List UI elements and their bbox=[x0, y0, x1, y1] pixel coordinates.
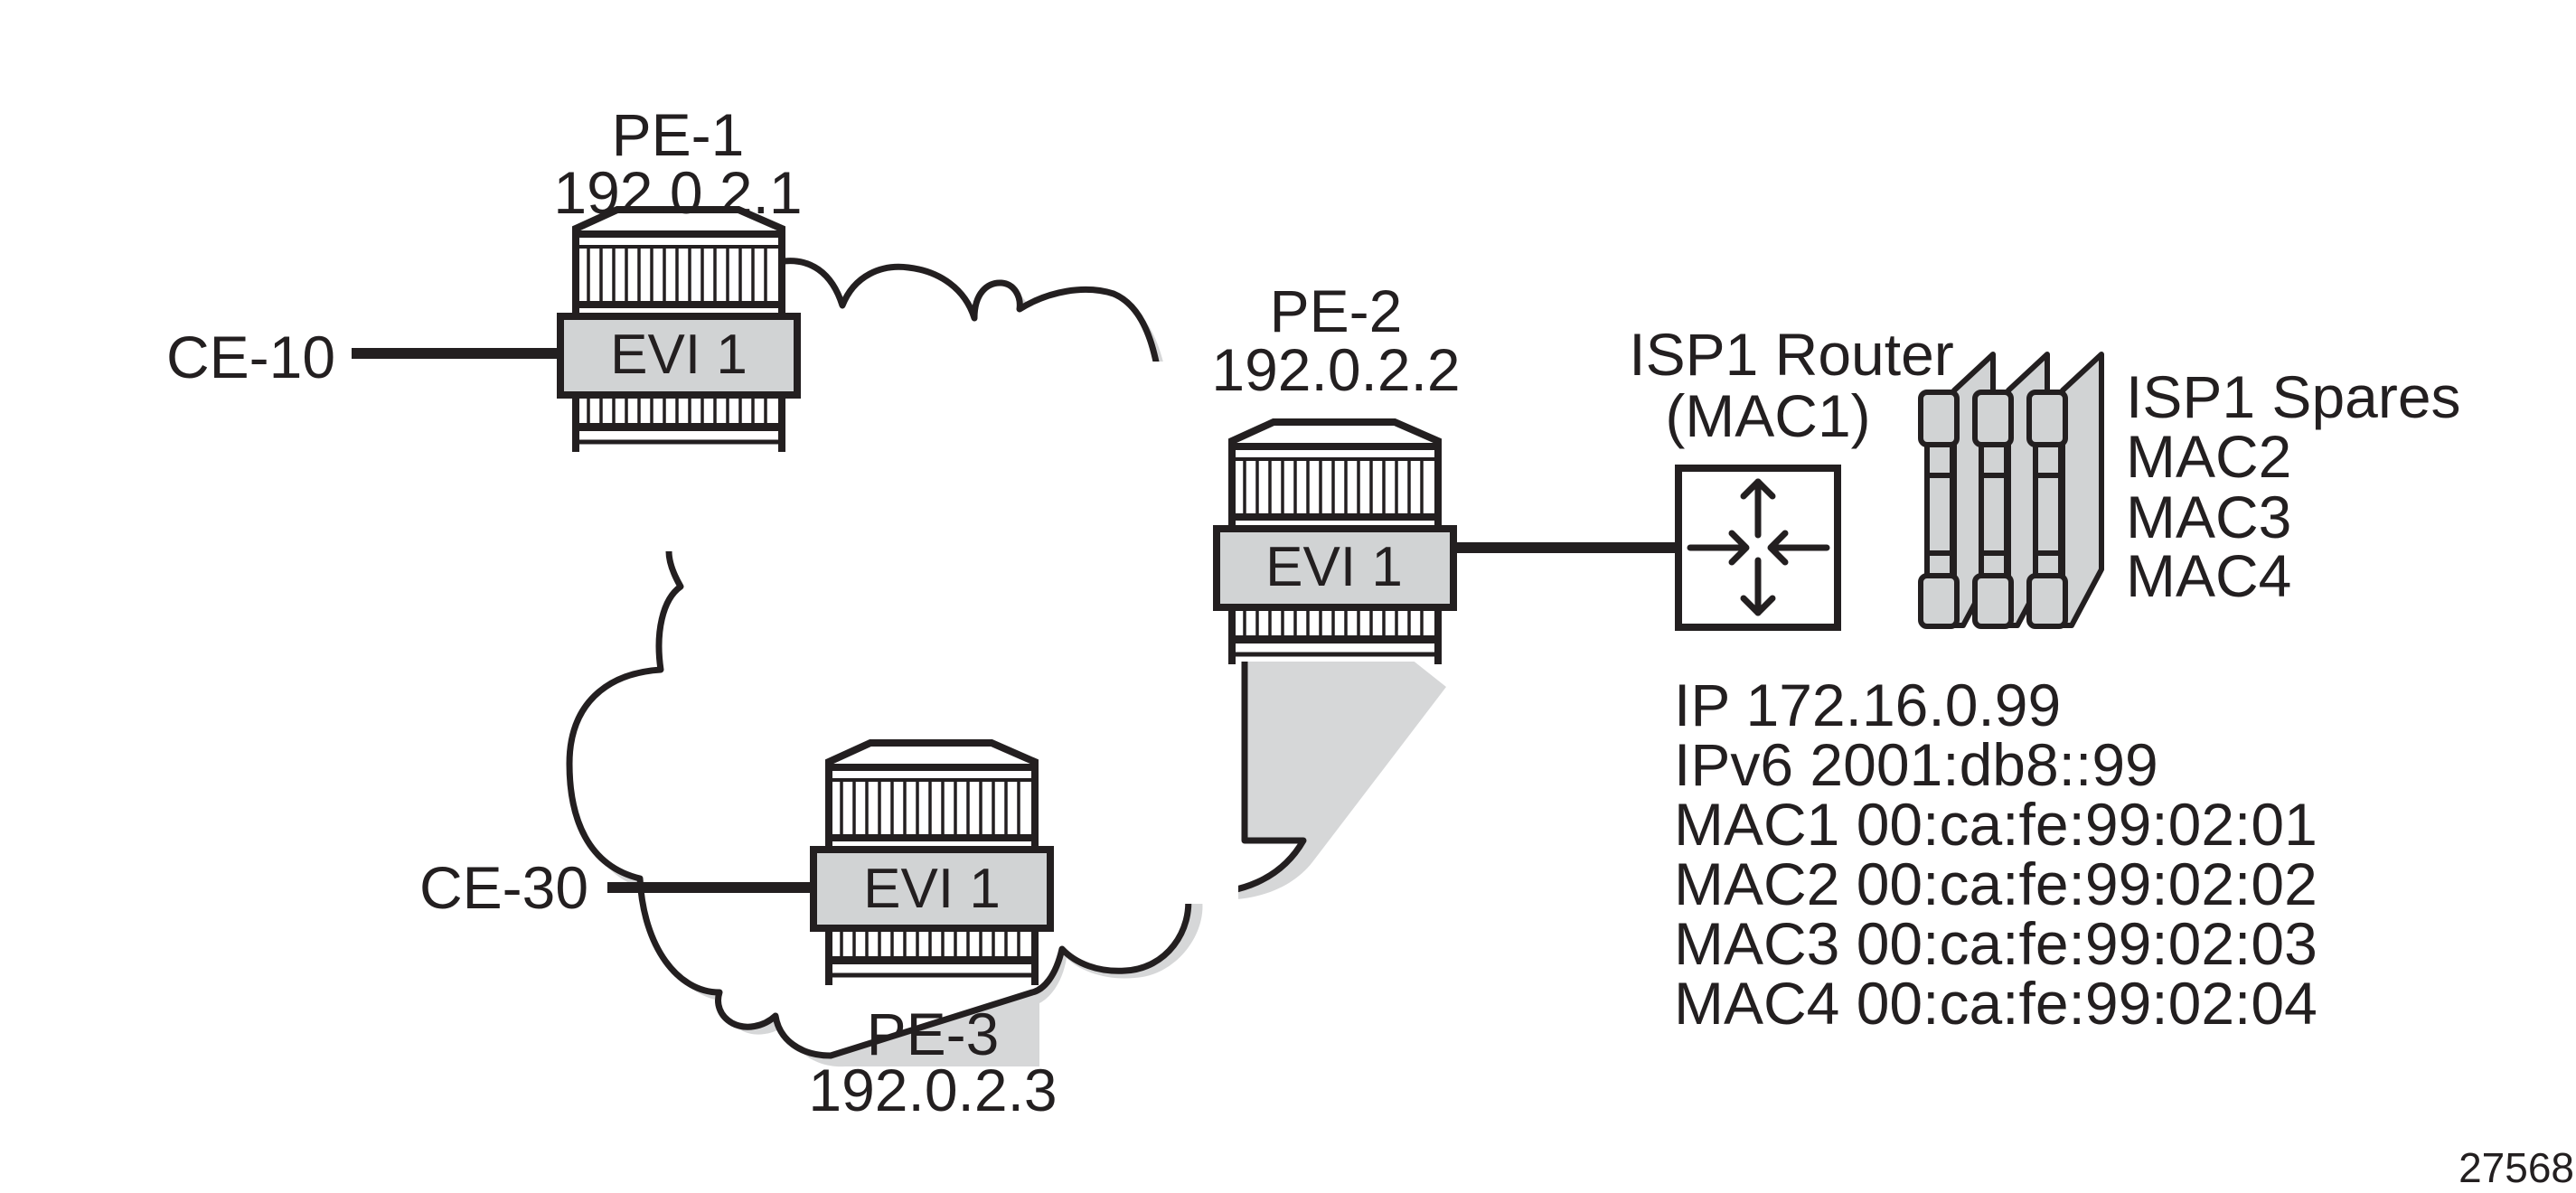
ce-label-ce10[interactable]: CE-10 bbox=[166, 324, 335, 390]
pe-router-pe2[interactable]: EVI 1 PE-2 192.0.2.2 bbox=[1211, 277, 1461, 664]
spare-mac-label: MAC3 bbox=[2126, 484, 2291, 550]
isp-router-subtitle: (MAC1) bbox=[1665, 382, 1870, 449]
address-line: MAC2 00:ca:fe:99:02:02 bbox=[1674, 850, 2317, 917]
layer3-switch-icon bbox=[1675, 465, 1841, 631]
address-line: MAC4 00:ca:fe:99:02:04 bbox=[1674, 970, 2317, 1037]
pe-name-label: PE-3 bbox=[867, 1000, 1000, 1067]
evi-label: EVI 1 bbox=[1265, 536, 1403, 598]
isp-router-title: ISP1 Router bbox=[1629, 321, 1954, 388]
address-line: IPv6 2001:db8::99 bbox=[1674, 731, 2158, 798]
ce-label-ce30[interactable]: CE-30 bbox=[419, 854, 588, 921]
pe-router-pe1[interactable]: EVI 1 PE-1 192.0.2.1 bbox=[553, 101, 803, 452]
address-line: MAC3 00:ca:fe:99:02:03 bbox=[1674, 910, 2317, 977]
spare-card bbox=[2026, 352, 2104, 629]
spare-mac-label: MAC2 bbox=[2126, 423, 2291, 490]
isp1-router[interactable]: ISP1 Router (MAC1) bbox=[1629, 321, 1954, 631]
addressing-info: IP 172.16.0.99 IPv6 2001:db8::99 MAC1 00… bbox=[1674, 672, 2317, 1037]
pe-ip-label: 192.0.2.2 bbox=[1211, 336, 1460, 403]
pe-ip-label: 192.0.2.3 bbox=[808, 1057, 1057, 1123]
evi-label: EVI 1 bbox=[863, 858, 1001, 920]
figure-number: 27568 bbox=[2458, 1144, 2574, 1191]
spare-cards-icon bbox=[1918, 352, 2104, 629]
pe-name-label: PE-2 bbox=[1270, 277, 1403, 344]
pe-router-pe3[interactable]: EVI 1 PE-3 192.0.2.3 bbox=[808, 743, 1058, 1123]
pe-name-label: PE-1 bbox=[612, 101, 745, 168]
address-line: MAC1 00:ca:fe:99:02:01 bbox=[1674, 791, 2317, 858]
spare-mac-label: MAC4 bbox=[2126, 542, 2291, 609]
pe-ip-label: 192.0.2.1 bbox=[553, 159, 802, 226]
network-cloud-icon bbox=[566, 258, 1446, 1067]
evi-label: EVI 1 bbox=[610, 324, 747, 386]
spares-title: ISP1 Spares bbox=[2126, 363, 2461, 430]
isp1-spares[interactable]: ISP1 Spares MAC2 MAC3 MAC4 bbox=[1918, 352, 2461, 629]
address-line: IP 172.16.0.99 bbox=[1674, 672, 2061, 738]
